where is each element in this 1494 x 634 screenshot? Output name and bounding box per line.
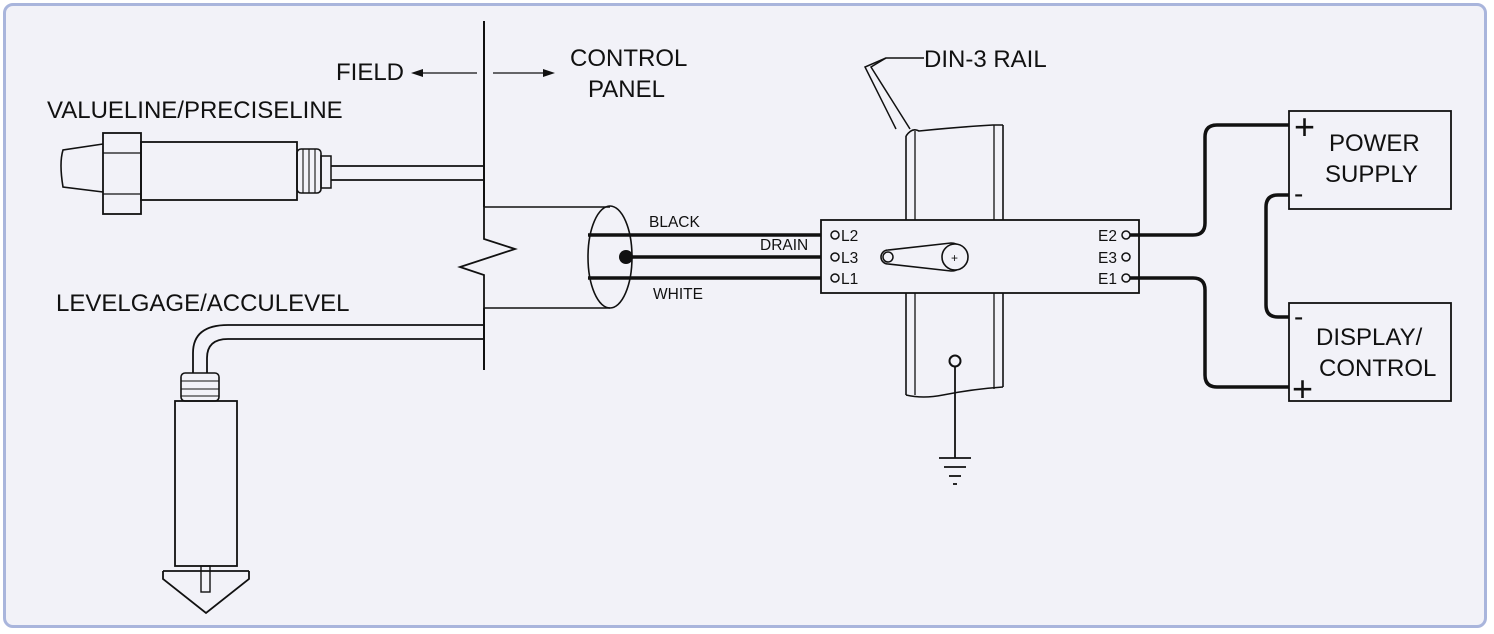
field-arrow [411,69,477,77]
field-label: FIELD [336,59,404,86]
levelgage-transducer [162,324,484,615]
wire-e1-display [1130,276,1293,389]
power-minus-sign: - [1294,178,1303,209]
terminal-e2: E2 [1098,228,1117,245]
display-plus-sign: + [1292,368,1313,409]
valueline-label: VALUELINE/PRECISELINE [47,97,343,124]
levelgage-label: LEVELGAGE/ACCULEVEL [56,290,349,317]
control-panel-label: CONTROL [570,45,687,72]
terminal-e1: E1 [1098,271,1117,288]
display-control-box: DISPLAY/ CONTROL - + [1288,301,1452,409]
drain-junction [619,250,633,264]
power-supply-box: POWER SUPPLY + - [1288,106,1452,210]
wiring-diagram: FIELD CONTROL PANEL VALUELINE/PRECISELIN… [47,21,1452,615]
wire-e2-power [1130,123,1293,237]
terminal-l1: L1 [841,271,858,288]
power-plus-sign: + [1294,106,1315,147]
wire-label-white: WHITE [653,286,703,303]
din-rail-label: DIN-3 RAIL [924,46,1047,73]
clamp-screw-label: + [951,251,958,265]
control-panel-arrow [493,69,555,77]
display-minus-sign: - [1294,301,1303,332]
diagram-frame: FIELD CONTROL PANEL VALUELINE/PRECISELIN… [3,3,1487,628]
terminal-e3: E3 [1098,250,1117,267]
din-rail-leader [863,57,924,130]
ground-icon [939,367,971,485]
power-supply-label-line2: SUPPLY [1325,161,1418,188]
valueline-transducer [60,132,484,215]
display-control-label-line2: CONTROL [1319,355,1436,382]
din-rail [905,124,1004,398]
display-control-label: DISPLAY/ [1316,324,1423,351]
cable-bundle [484,205,633,309]
terminal-block: L2 L3 L1 E2 E3 E1 + [820,219,1140,294]
wire-power-display [1264,193,1299,319]
wire-label-drain: DRAIN [760,237,808,254]
break-symbol [457,207,518,308]
terminal-l2: L2 [841,228,858,245]
terminal-l3: L3 [841,250,858,267]
control-panel-label-line2: PANEL [588,76,665,103]
power-supply-label: POWER [1329,130,1420,157]
wire-label-black: BLACK [649,214,700,231]
